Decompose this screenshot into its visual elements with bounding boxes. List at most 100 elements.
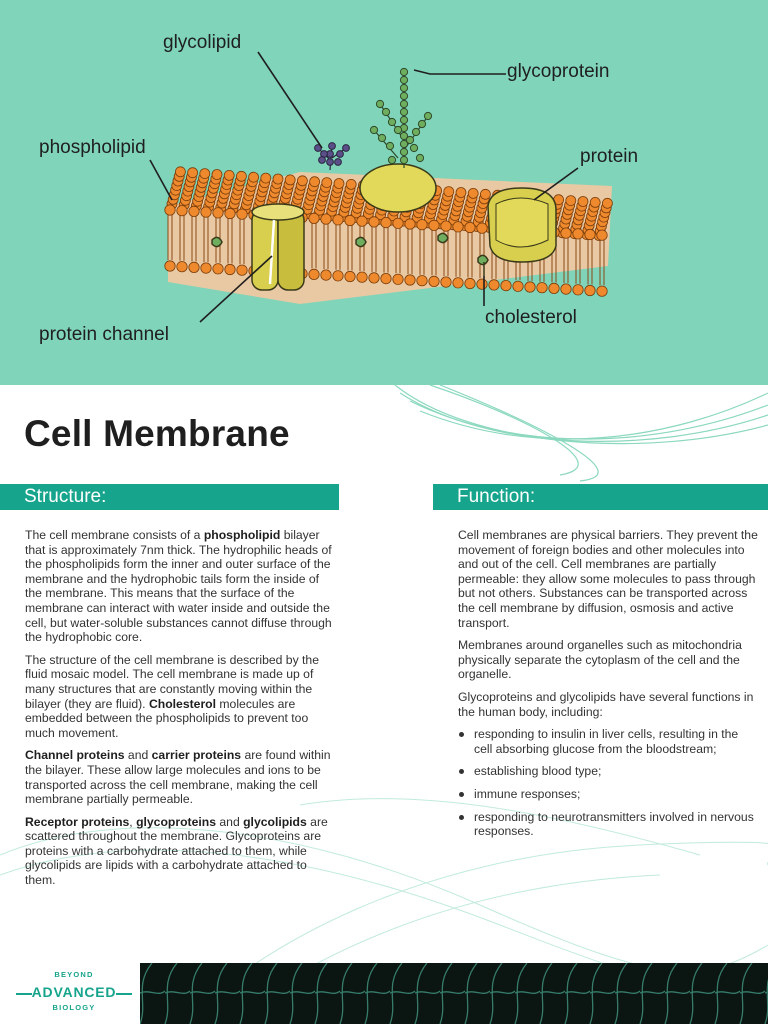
glycoprotein-bead	[385, 141, 395, 151]
glycoprotein-bead	[399, 75, 409, 85]
phospholipid-head	[344, 214, 356, 227]
phospholipid-head	[380, 272, 392, 285]
phospholipid-head	[500, 279, 512, 292]
phospholipid-head	[187, 167, 199, 179]
phospholipid-head	[380, 217, 392, 229]
phospholipid-head	[272, 173, 284, 185]
leaf-vein	[664, 990, 691, 994]
leaf-vein	[264, 963, 278, 1024]
leaf-vein	[464, 990, 491, 994]
phospholipid-head	[345, 178, 357, 190]
phospholipid-head	[174, 166, 186, 178]
phospholipid-head	[479, 188, 491, 200]
leaf-vein	[689, 990, 716, 994]
membrane-illustration	[149, 51, 613, 323]
structure-column: The cell membrane consists of a phosphol…	[25, 528, 333, 896]
leaf-vein	[739, 963, 753, 1024]
leaf-vein	[614, 963, 628, 1024]
glycolipid-bead	[336, 150, 344, 158]
glycoprotein-bead	[399, 155, 409, 165]
phospholipid-head	[211, 169, 223, 180]
structure-paragraph-4: Receptor proteins, glycoproteins and gly…	[25, 814, 328, 888]
phospholipid-head	[596, 229, 608, 241]
glycoprotein-bead	[411, 127, 421, 137]
leaf-vein	[414, 963, 428, 1024]
phospholipid-head	[548, 282, 560, 294]
leaf-vein	[564, 963, 578, 1024]
phospholipid-head	[223, 169, 235, 181]
glycoprotein-bead	[399, 139, 409, 149]
leaf-vein	[589, 963, 603, 1024]
leaf-vein	[264, 990, 291, 994]
leaf-vein	[739, 990, 766, 994]
phospholipid-head	[236, 208, 248, 220]
protein-channel-shape	[251, 203, 305, 291]
logo-rule-left	[16, 993, 32, 995]
phospholipid-head	[602, 197, 613, 209]
leaf-vein	[389, 963, 403, 1024]
phospholipid-head	[320, 269, 332, 281]
glycoprotein-bead	[387, 117, 397, 127]
phospholipid-head	[309, 176, 321, 188]
phospholipid-head	[212, 263, 224, 275]
glycoprotein-bead	[405, 135, 415, 145]
phospholipid-head	[344, 270, 356, 283]
phospholipid-head	[488, 279, 500, 291]
bullet-icon	[459, 814, 464, 820]
glycoprotein-bead	[377, 133, 387, 143]
phospholipid-head	[321, 177, 333, 189]
phospholipid-head	[308, 268, 320, 280]
phospholipid-head	[416, 219, 428, 231]
glycoprotein-bead	[399, 67, 409, 77]
phospholipid-head	[464, 277, 476, 290]
phospholipid-head	[596, 285, 608, 297]
phospholipid-head	[236, 264, 248, 276]
leaf-vein	[239, 963, 253, 1024]
glycoprotein-bead	[387, 155, 397, 165]
function-paragraph-2: Membranes around organelles such as mito…	[458, 638, 742, 682]
leaf-vein	[214, 963, 228, 1024]
phospholipid-head	[200, 206, 212, 218]
phospholipid-head	[512, 280, 524, 292]
glycoprotein-bead	[399, 99, 409, 109]
leaf-vein	[389, 990, 416, 994]
list-item: responding to neurotransmitters involved…	[458, 810, 758, 839]
glycoprotein-bead	[399, 115, 409, 125]
function-list: responding to insulin in liver cells, re…	[458, 727, 758, 839]
leaf-vein	[464, 963, 478, 1024]
function-paragraph-1: Cell membranes are physical barriers. Th…	[458, 528, 758, 630]
phospholipid-head	[368, 272, 380, 284]
logo-top-text: BEYOND	[54, 970, 94, 979]
phospholipid-head	[428, 219, 440, 231]
logo-bottom-text: BIOLOGY	[52, 1003, 96, 1012]
leaf-vein	[614, 990, 641, 994]
bullet-icon	[459, 769, 464, 775]
leaf-vein	[140, 963, 153, 1024]
phospholipid-head	[476, 278, 488, 290]
leaf-vein	[164, 963, 178, 1024]
phospholipid-head	[565, 195, 577, 207]
phospholipid-head	[176, 205, 188, 217]
structure-paragraph-3: Channel proteins and carrier proteins ar…	[25, 748, 331, 807]
leaf-vein	[639, 990, 666, 994]
leaf-vein	[140, 990, 166, 994]
label-glycoprotein: glycoprotein	[507, 61, 610, 82]
phospholipid-head	[589, 196, 601, 208]
list-item: responding to insulin in liver cells, re…	[458, 727, 758, 756]
function-heading: Function:	[433, 484, 768, 510]
phospholipid-head	[176, 261, 188, 273]
leaf-vein	[339, 990, 366, 994]
leaf-vein	[339, 963, 353, 1024]
leaf-vein	[764, 991, 768, 994]
glycoprotein-chain	[369, 67, 433, 168]
phospholipid-head	[224, 207, 236, 220]
phospholipid-head	[296, 175, 308, 187]
phospholipid-head	[404, 274, 416, 286]
leaf-photo-strip	[140, 963, 768, 1024]
leaf-vein-texture	[140, 963, 768, 1024]
phospholipid-head	[199, 168, 211, 180]
glycoprotein-bead	[423, 111, 433, 121]
label-glycolipid: glycolipid	[163, 32, 242, 53]
phospholipid-head	[212, 207, 224, 219]
list-item: immune responses;	[458, 787, 758, 802]
